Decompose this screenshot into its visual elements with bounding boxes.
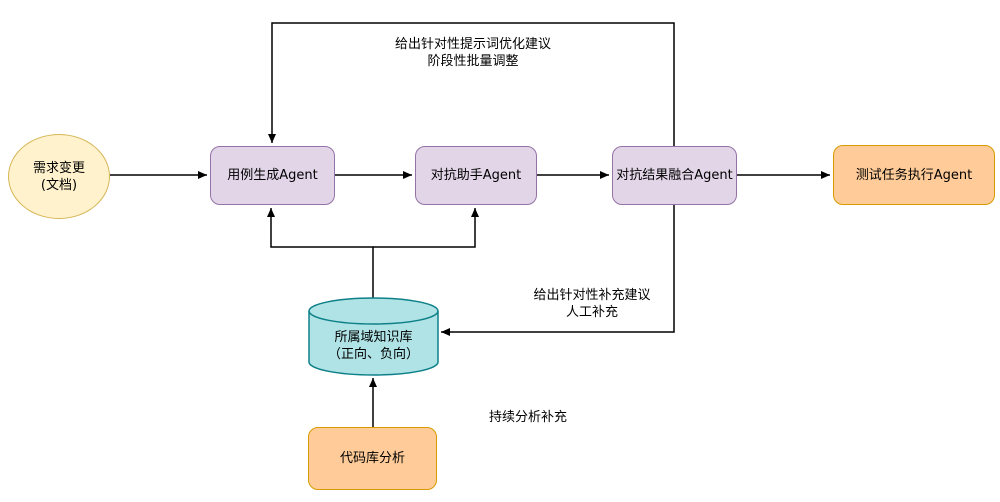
node-label: 代码库分析 (339, 451, 405, 466)
node-knowledge-base-label: 所属域知识库 （正向、负向） (327, 330, 419, 362)
label-mid-feedback: 给出针对性补充建议 人工补充 (533, 288, 651, 320)
arrow-fusion-to-knowledge (441, 205, 675, 336)
node-label: (文档) (40, 177, 78, 193)
node-label: 用例生成Agent (227, 168, 318, 183)
arrow-fusion-feedback-to-usecase (268, 22, 675, 146)
arrow-knowledge-to-adversary (373, 208, 479, 248)
arrow-knowledge-to-usecase (267, 208, 374, 298)
knowledge-base-cylinder (308, 297, 439, 376)
label-top-feedback: 给出针对性提示词优化建议 阶段性批量调整 (394, 37, 551, 69)
node-adversary-result-fusion-agent: 对抗结果融合Agent (612, 146, 737, 205)
node-label: 测试任务执行Agent (855, 167, 973, 183)
node-label: 对抗结果融合Agent (616, 168, 733, 183)
node-adversary-assistant-agent: 对抗助手Agent (415, 146, 537, 205)
node-usecase-generation-agent: 用例生成Agent (210, 146, 335, 205)
node-codebase-analysis: 代码库分析 (308, 427, 437, 490)
node-label: 需求变更 (32, 160, 85, 176)
node-label: 对抗助手Agent (430, 168, 522, 183)
node-test-task-executor-agent: 测试任务执行Agent (833, 145, 995, 205)
node-requirement-change: 需求变更 (文档) (8, 134, 110, 219)
label-continuous-supplement: 持续分析补充 (488, 410, 567, 425)
